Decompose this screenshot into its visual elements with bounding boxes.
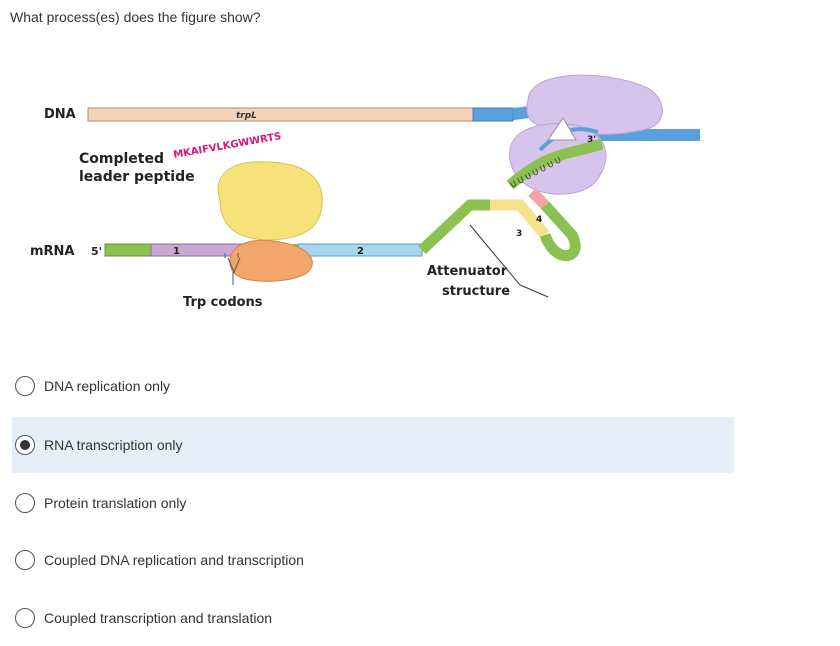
attenuator-label-line2: structure — [442, 284, 510, 299]
mrna-region-3 — [490, 199, 550, 239]
attenuator-bracket — [469, 224, 549, 298]
trp-codon-marks — [224, 253, 241, 274]
dna-label: DNA — [44, 107, 76, 122]
radio-button[interactable] — [15, 376, 35, 396]
u-tail — [506, 138, 604, 190]
region-4-label: 4 — [536, 215, 542, 225]
peptide-label-line1: Completed — [79, 151, 164, 167]
radio-button-selected[interactable] — [15, 435, 35, 455]
option-label: DNA replication only — [44, 378, 171, 394]
ribosome-small-subunit — [229, 239, 313, 282]
option-label: Protein translation only — [44, 495, 187, 511]
option-label: Coupled transcription and translation — [44, 610, 273, 626]
attenuator-label-line1: Attenuator — [427, 264, 508, 279]
option-label: Coupled DNA replication and transcriptio… — [44, 552, 304, 568]
option-protein-translation[interactable]: Protein translation only — [12, 475, 734, 531]
question-text: What process(es) does the figure show? — [10, 9, 261, 25]
mrna-region-4 — [528, 188, 549, 209]
attenuation-figure: U U U U U U U 3' DNA trpL Completed lead… — [30, 74, 700, 310]
mrna-hairpin — [539, 201, 581, 262]
radio-button[interactable] — [15, 550, 35, 570]
option-dna-replication[interactable]: DNA replication only — [12, 358, 734, 414]
dna-strand-blue-left — [472, 107, 514, 122]
region-3-label: 3 — [516, 229, 522, 239]
mrna-label: mRNA — [30, 244, 75, 259]
region-2-label: 2 — [357, 246, 364, 257]
option-coupled-replication-transcription[interactable]: Coupled DNA replication and transcriptio… — [12, 532, 734, 588]
trp-codons-label: Trp codons — [183, 295, 263, 310]
option-label: RNA transcription only — [44, 437, 183, 453]
option-rna-transcription[interactable]: RNA transcription only — [12, 417, 734, 473]
mrna-5prime-segment — [104, 243, 152, 257]
ribosome-large-subunit — [217, 161, 323, 241]
region-1-label: 1 — [173, 246, 180, 257]
radio-button[interactable] — [15, 608, 35, 628]
option-coupled-transcription-translation[interactable]: Coupled transcription and translation — [12, 590, 734, 646]
dna-strand — [87, 107, 474, 122]
three-prime-label: 3' — [587, 135, 596, 145]
five-prime-label: 5' — [91, 245, 102, 258]
peptide-sequence: MKAIFVLKGWWRTS — [173, 131, 283, 161]
radio-button[interactable] — [15, 493, 35, 513]
peptide-label-line2: leader peptide — [79, 169, 195, 185]
mrna-green-rise — [418, 199, 490, 255]
trpl-gene-label: trpL — [236, 111, 257, 121]
polymerase-channel — [547, 117, 577, 141]
